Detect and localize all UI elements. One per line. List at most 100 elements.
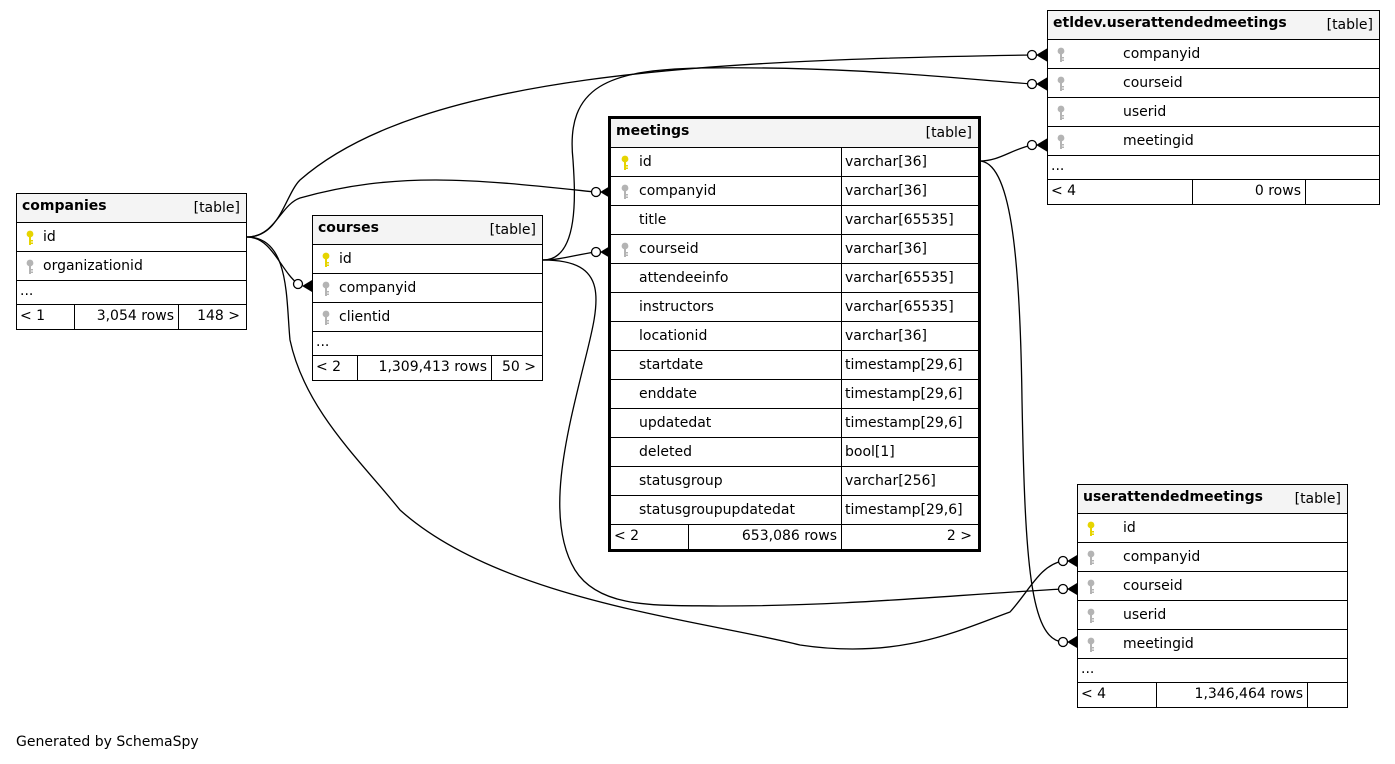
- column-row[interactable]: id: [1078, 514, 1347, 543]
- rel-companies-meetings-companyid: [246, 179, 596, 238]
- children-link[interactable]: 148 >: [197, 308, 240, 324]
- more-columns[interactable]: ...: [1078, 659, 1347, 683]
- column-row[interactable]: companyid: [1048, 40, 1379, 69]
- table-header: companies [table]: [17, 194, 246, 223]
- column-row[interactable]: userid: [1048, 98, 1379, 127]
- column-name: statusgroup: [639, 473, 723, 489]
- table-kind: [table]: [1294, 491, 1341, 507]
- crowfoot-circle: [292, 278, 304, 290]
- column-row[interactable]: id: [17, 223, 246, 252]
- column-row[interactable]: courseid: [1048, 69, 1379, 98]
- foreign-key-icon: [322, 281, 330, 301]
- foreign-key-icon: [1087, 637, 1095, 657]
- column-name: id: [43, 229, 56, 245]
- column-name-cell: organizationid: [17, 252, 246, 280]
- column-name: userid: [1123, 607, 1167, 623]
- column-row[interactable]: courseid varchar[36]: [611, 235, 978, 264]
- primary-key-icon: [621, 155, 629, 175]
- children-link[interactable]: 2 >: [946, 528, 972, 544]
- table-kind: [table]: [489, 222, 536, 238]
- table-name: meetings: [616, 123, 690, 139]
- generated-by-footer: Generated by SchemaSpy: [16, 734, 199, 750]
- children-link[interactable]: 50 >: [502, 359, 536, 375]
- column-list: companyid courseid userid meetingid: [1048, 40, 1379, 156]
- more-columns[interactable]: ...: [1048, 156, 1379, 180]
- table-name: courses: [318, 220, 379, 236]
- column-type: varchar[36]: [841, 235, 978, 263]
- more-columns[interactable]: ...: [17, 281, 246, 305]
- children-link[interactable]: [1306, 180, 1379, 204]
- column-name-cell: id: [313, 245, 542, 273]
- table-kind: [table]: [925, 125, 972, 141]
- table-footer: < 2 1,309,413 rows 50 >: [313, 356, 542, 380]
- column-row[interactable]: meetingid: [1078, 630, 1347, 659]
- column-name-cell: userid: [1078, 601, 1347, 629]
- column-type: varchar[256]: [841, 467, 978, 495]
- parents-link[interactable]: < 2: [611, 525, 689, 549]
- rel-companies-etldev-companyid: [246, 54, 1033, 238]
- column-name-cell: instructors: [611, 293, 841, 321]
- parents-link[interactable]: < 2: [313, 356, 358, 380]
- foreign-key-icon: [1057, 134, 1065, 154]
- foreign-key-icon: [1087, 579, 1095, 599]
- column-name: courseid: [639, 241, 699, 257]
- crowfoot-circle: [1057, 555, 1069, 567]
- column-type: bool[1]: [841, 438, 978, 466]
- crowfoot-circle: [1057, 636, 1069, 648]
- rel-companies-useratt-companyid: [246, 236, 1064, 650]
- column-row[interactable]: courseid: [1078, 572, 1347, 601]
- parents-link[interactable]: < 4: [1048, 180, 1193, 204]
- column-name: startdate: [639, 357, 704, 373]
- parents-link[interactable]: < 4: [1078, 683, 1157, 707]
- table-etldev-userattendedmeetings[interactable]: etldev.userattendedmeetings [table] comp…: [1047, 10, 1380, 205]
- crowfoot-circle: [1026, 49, 1038, 61]
- column-name-cell: title: [611, 206, 841, 234]
- column-row[interactable]: statusgroup varchar[256]: [611, 467, 978, 496]
- table-footer: < 2 653,086 rows 2 >: [611, 525, 978, 549]
- column-type: varchar[65535]: [841, 206, 978, 234]
- column-type: varchar[65535]: [841, 293, 978, 321]
- column-type: timestamp[29,6]: [841, 496, 978, 524]
- crowfoot-arrow: [1036, 77, 1048, 91]
- row-count: 3,054 rows: [75, 305, 179, 329]
- table-footer: < 4 1,346,464 rows: [1078, 683, 1347, 707]
- table-footer: < 1 3,054 rows 148 >: [17, 305, 246, 329]
- column-name-cell: clientid: [313, 303, 542, 331]
- column-row[interactable]: userid: [1078, 601, 1347, 630]
- column-row[interactable]: clientid: [313, 303, 542, 332]
- column-name-cell: companyid: [611, 177, 841, 205]
- parents-link[interactable]: < 1: [17, 305, 75, 329]
- column-name: meetingid: [1123, 133, 1194, 149]
- column-name-cell: courseid: [1048, 69, 1379, 97]
- column-name: id: [339, 251, 352, 267]
- column-name: courseid: [1123, 75, 1183, 91]
- children-link[interactable]: [1308, 683, 1347, 707]
- row-count: 0 rows: [1193, 180, 1306, 204]
- table-companies[interactable]: companies [table] id organizationid ... <…: [16, 193, 247, 330]
- foreign-key-icon: [1057, 76, 1065, 96]
- primary-key-icon: [1087, 521, 1095, 541]
- column-row[interactable]: id: [313, 245, 542, 274]
- column-row[interactable]: companyid: [313, 274, 542, 303]
- foreign-key-icon: [1057, 105, 1065, 125]
- more-columns[interactable]: ...: [313, 332, 542, 356]
- column-row[interactable]: organizationid: [17, 252, 246, 281]
- column-row[interactable]: meetingid: [1048, 127, 1379, 156]
- table-header: etldev.userattendedmeetings [table]: [1048, 11, 1379, 40]
- column-row[interactable]: companyid: [1078, 543, 1347, 572]
- column-name: companyid: [639, 183, 717, 199]
